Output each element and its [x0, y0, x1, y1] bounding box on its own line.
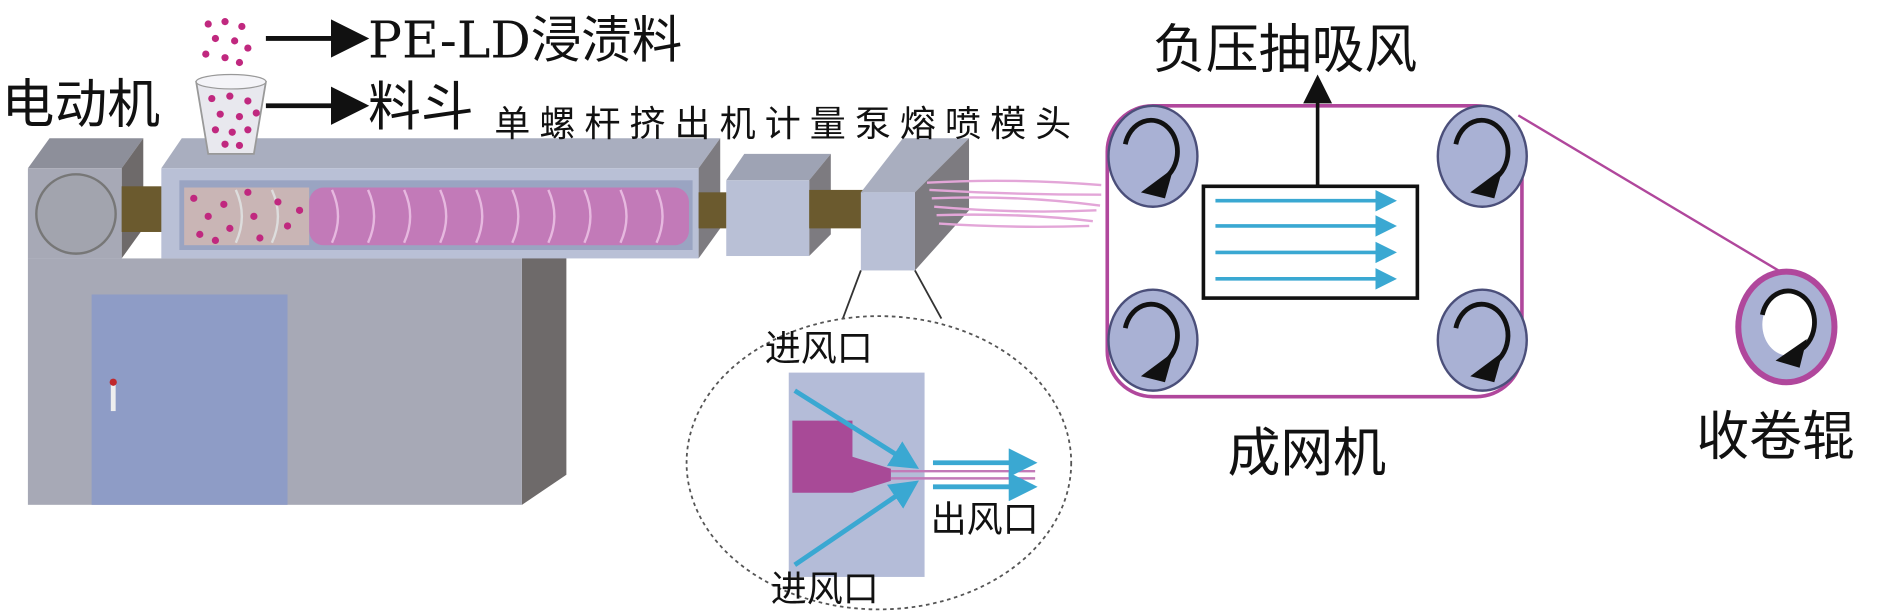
web-former: [1105, 74, 1528, 399]
hopper: [195, 73, 267, 155]
suction-box: [1201, 184, 1420, 300]
extruder-base: [27, 228, 567, 505]
melt-blown-die: [860, 138, 970, 271]
inlet-top-label: 进风口: [765, 328, 873, 370]
cabinet-door: [91, 294, 288, 505]
outlet-label: 出风口: [931, 498, 1039, 540]
winder-label: 收卷辊: [1696, 406, 1855, 467]
coupling: [698, 192, 727, 229]
web-to-winder: [1517, 114, 1781, 273]
pellets-label: PE-LD浸渍料: [368, 11, 682, 70]
coupling: [809, 189, 864, 229]
web-former-label: 成网机: [1227, 423, 1386, 484]
inlet-bottom-label: 进风口: [771, 568, 879, 610]
fibers: [926, 179, 1102, 228]
winder-roller: [1735, 268, 1838, 386]
motor: [27, 138, 144, 259]
metering-pump: [726, 153, 831, 257]
single-screw-extruder: [161, 138, 721, 259]
coupling: [121, 186, 168, 232]
door-handle: [110, 382, 116, 412]
suction-label: 负压抽吸风: [1153, 19, 1417, 80]
motor-label: 电动机: [1, 75, 160, 136]
hopper-label: 料斗: [368, 77, 474, 138]
die-detail-callout: [685, 270, 1073, 611]
pellets: [202, 18, 252, 67]
process-line-label: 单螺杆挤出机计量泵熔喷模头: [494, 103, 1071, 145]
